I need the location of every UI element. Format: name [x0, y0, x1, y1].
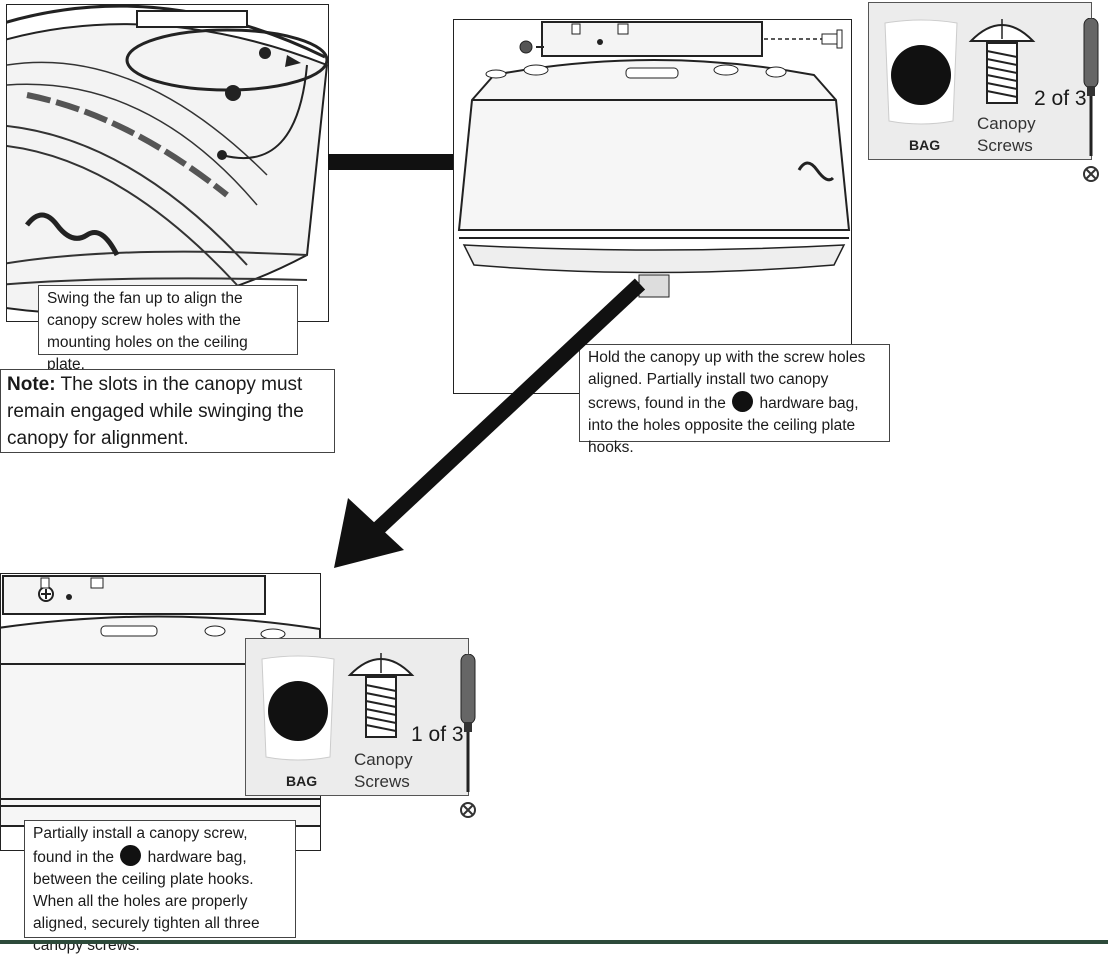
page-bottom-rule [0, 940, 1108, 944]
screw-count: 2 of 3 [1034, 87, 1087, 110]
step2-caption-after: hardware bag, into the holes opposite th… [588, 395, 859, 456]
hardware-callout-top: BAG Canopy Screws 2 of 3 [868, 2, 1092, 160]
step3-caption-before: Partially install a canopy screw, found … [33, 825, 248, 866]
step1-caption-text: Swing the fan up to align the canopy scr… [47, 290, 248, 373]
canopy-mounted-illustration [457, 21, 851, 298]
screw-count: 1 of 3 [411, 723, 464, 746]
phillips-screwdriver-icon [460, 654, 476, 818]
alignment-note: Note: The slots in the canopy must remai… [0, 369, 335, 453]
hardware-bag-icon [884, 19, 958, 125]
canopy-screw-icon [968, 19, 1036, 104]
diagonal-arrow-icon [334, 278, 646, 568]
note-text: The slots in the canopy must remain enga… [7, 374, 304, 449]
bag-label: BAG [286, 773, 318, 789]
step3-caption: Partially install a canopy screw, found … [24, 820, 296, 954]
note-label: Note: [7, 374, 56, 395]
step2-illustration-panel [453, 19, 852, 394]
phillips-screwdriver-icon [1083, 18, 1099, 182]
canopy-tilted-illustration [7, 5, 328, 315]
step1-caption: Swing the fan up to align the canopy scr… [38, 285, 298, 373]
screw-label: Canopy Screws [354, 749, 413, 793]
hardware-callout-bottom: BAG Canopy Screws 1 of 3 [245, 638, 469, 796]
bag-label: BAG [909, 137, 941, 153]
hardware-bag-icon [261, 655, 335, 761]
step2-caption: Hold the canopy up with the screw holes … [579, 344, 890, 456]
step1-illustration-panel [6, 4, 329, 322]
screw-label: Canopy Screws [977, 113, 1036, 157]
screw-label-line1: Canopy [977, 114, 1036, 133]
screw-label-line2: Screws [354, 772, 410, 791]
step2-caption-before: Hold the canopy up with the screw holes … [588, 349, 866, 412]
canopy-screw-icon [347, 653, 415, 738]
hardware-bag-dot-icon [732, 391, 754, 412]
hardware-bag-dot-icon [120, 845, 142, 866]
screw-label-line1: Canopy [354, 750, 413, 769]
screw-label-line2: Screws [977, 136, 1033, 155]
